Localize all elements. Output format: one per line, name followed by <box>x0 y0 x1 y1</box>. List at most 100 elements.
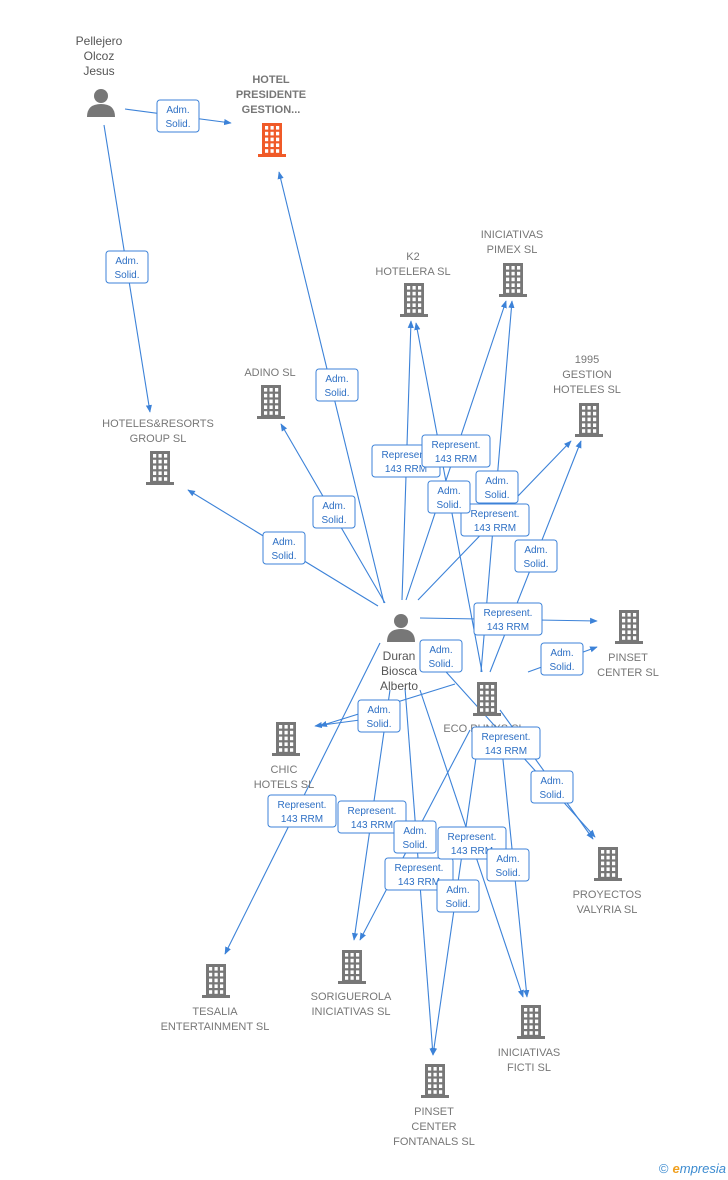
edge-label-line: Solid. <box>445 899 470 910</box>
building-icon <box>499 263 527 297</box>
edge-labels-layer: Adm. Solid. Adm. Solid. Adm. Solid. Adm. Solid.… <box>105 99 584 913</box>
edge-label: Represent. 143 RRM <box>473 602 543 636</box>
edge-label-line: Adm. <box>550 648 573 659</box>
brand-initial: e <box>672 1161 680 1176</box>
node-label-line: INICIATIVAS <box>498 1047 561 1059</box>
edge-label-line: Solid. <box>114 270 139 281</box>
edge-label: Adm.Solid. <box>530 770 574 804</box>
edge-label: Adm. Solid. <box>357 699 401 733</box>
edge-label-line: Represent. <box>482 732 531 743</box>
building-icon <box>272 722 300 756</box>
building-icon <box>258 123 286 157</box>
edge-label-line: 143 RRM <box>385 464 427 475</box>
edge-label-line: Adm. <box>367 705 390 716</box>
edge-label: Adm. Solid. <box>475 470 519 504</box>
edge-label-box <box>475 470 519 504</box>
edge-label-line: Solid. <box>321 515 346 526</box>
node-soriguerola[interactable]: SORIGUEROLA INICIATIVAS SL <box>311 950 392 1018</box>
edge-label-line: 143 RRM <box>451 846 493 857</box>
edge-label: Represent.143 RRM <box>471 726 541 760</box>
node-label-line: CENTER SL <box>597 667 659 679</box>
node-label-line: Biosca <box>381 664 417 678</box>
edge-label-line: Solid. <box>366 719 391 730</box>
node-label-line: Olcoz <box>84 49 115 63</box>
node-label-line: HOTELS SL <box>254 779 315 791</box>
edge-label-box <box>436 879 480 913</box>
node-label-line: PIMEX SL <box>487 244 538 256</box>
edge-label-box <box>312 495 356 529</box>
node-label-line: VALYRIA SL <box>577 904 638 916</box>
building-icon <box>615 610 643 644</box>
edge-label-line: Solid. <box>549 662 574 673</box>
building-icon <box>146 451 174 485</box>
edge-label-line: Adm. <box>446 885 469 896</box>
edge-label: Adm.Solid. <box>312 495 356 529</box>
edge-label-line: Adm. <box>115 256 138 267</box>
edge-label-box <box>384 857 454 891</box>
node-label-line: HOTEL <box>252 74 290 86</box>
node-label-line: SORIGUEROLA <box>311 991 392 1003</box>
person-icon <box>387 614 415 642</box>
edge-label-line: 143 RRM <box>474 523 516 534</box>
edge-label-line: Solid. <box>495 868 520 879</box>
edge-label: Adm.Solid. <box>419 639 463 673</box>
node-valyria[interactable]: PROYECTOS VALYRIA SL <box>573 847 642 916</box>
node-label-line: GESTION... <box>242 104 301 116</box>
building-icon <box>202 964 230 998</box>
edge-label-box <box>337 800 407 834</box>
node-label-line: PROYECTOS <box>573 889 642 901</box>
edge-label-box <box>315 368 359 402</box>
edge-label: Adm. Solid. <box>105 250 149 284</box>
node-label-line: PRESIDENTE <box>236 89 306 101</box>
node-ficti[interactable]: INICIATIVAS FICTI SL <box>498 1005 561 1074</box>
edge-label-line: Solid. <box>523 559 548 570</box>
edge-label-box <box>262 531 306 565</box>
node-label-line: FICTI SL <box>507 1062 551 1074</box>
edge-label-box <box>421 434 491 468</box>
node-chic[interactable]: CHIC HOTELS SL <box>254 722 315 791</box>
edge-label-box <box>357 699 401 733</box>
edge-label: Adm. Solid. <box>436 879 480 913</box>
node-label-line: 1995 <box>575 354 599 366</box>
edge-label: Adm.Solid. <box>486 848 530 882</box>
edge-label: Represent. 143 RRM <box>460 503 530 537</box>
node-label-line: INICIATIVAS SL <box>311 1006 390 1018</box>
edge-label-line: 143 RRM <box>435 454 477 465</box>
empresia-watermark: ©empresia <box>659 1161 726 1176</box>
edge-label-line: 143 RRM <box>398 877 440 888</box>
node-label-line: ENTERTAINMENT SL <box>161 1021 270 1033</box>
node-adino[interactable]: ADINO SL <box>244 367 296 419</box>
node-label-line: HOTELES SL <box>553 384 621 396</box>
edge-label-line: Represent. <box>484 608 533 619</box>
node-hotel_presidente[interactable]: HOTEL PRESIDENTE GESTION... <box>236 74 306 157</box>
edge-label-line: Adm. <box>540 776 563 787</box>
building-icon <box>473 682 501 716</box>
node-label-line: PINSET <box>414 1106 454 1118</box>
edge-label: Adm. Solid. <box>514 539 558 573</box>
edge-label-line: Solid. <box>324 388 349 399</box>
edge-label-line: Adm. <box>437 486 460 497</box>
edge-label-line: Represent. <box>448 832 497 843</box>
edge-label: Adm.Solid. <box>156 99 200 133</box>
edge-label-line: Adm. <box>524 545 547 556</box>
building-icon <box>575 403 603 437</box>
edge-label-line: Solid. <box>484 490 509 501</box>
edge-label-line: Solid. <box>436 500 461 511</box>
node-label-line: CHIC <box>271 764 298 776</box>
edge-label-line: Represent. <box>471 509 520 520</box>
node-label-line: K2 <box>406 251 419 263</box>
edge-label-line: 143 RRM <box>487 622 529 633</box>
node-label-line: HOTELES&RESORTS <box>102 418 214 430</box>
edge-label-line: Adm. <box>485 476 508 487</box>
building-icon <box>400 283 428 317</box>
edge-label-line: Adm. <box>272 537 295 548</box>
